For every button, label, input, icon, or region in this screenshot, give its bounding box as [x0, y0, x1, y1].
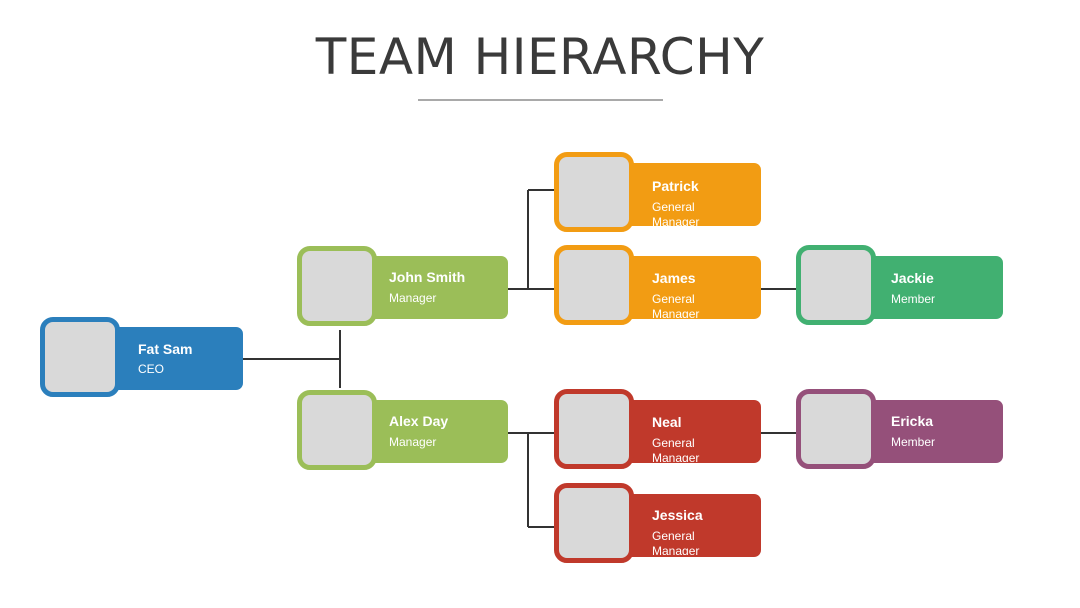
- avatar: [796, 245, 876, 325]
- node-role: General Manager: [652, 292, 700, 318]
- node-name: Alex Day: [389, 413, 449, 429]
- node-card: [357, 256, 508, 319]
- node-name: John Smith: [389, 269, 466, 285]
- avatar: [297, 246, 377, 326]
- node-role: Member: [891, 292, 936, 306]
- node-role: Member: [891, 435, 936, 449]
- node-name: Neal: [652, 414, 682, 430]
- avatar: [554, 245, 634, 325]
- node-card: [856, 400, 1003, 463]
- node-card: [614, 256, 761, 319]
- avatar: [554, 152, 634, 232]
- avatar: [796, 389, 876, 469]
- node-role: General Manager: [652, 529, 700, 555]
- node-role: CEO: [138, 362, 165, 376]
- node-card: [100, 327, 243, 390]
- node-role: Manager: [389, 291, 437, 305]
- node-role: Manager: [389, 435, 437, 449]
- node-card: [614, 400, 761, 463]
- node-name: Ericka: [891, 413, 934, 429]
- avatar: [297, 390, 377, 470]
- node-name: Fat Sam: [138, 341, 193, 357]
- node-role: General Manager: [652, 200, 700, 226]
- node-card: [357, 400, 508, 463]
- node-name: Patrick: [652, 178, 699, 194]
- avatar: [40, 317, 120, 397]
- node-role: General Manager: [652, 436, 700, 462]
- node-card: [614, 494, 761, 557]
- node-name: Jessica: [652, 507, 703, 523]
- node-card: [856, 256, 1003, 319]
- avatar: [554, 389, 634, 469]
- node-name: Jackie: [891, 270, 934, 286]
- title-underline: [418, 99, 663, 101]
- node-name: James: [652, 270, 696, 286]
- avatar: [554, 483, 634, 563]
- page-title: TEAM HIERARCHY: [315, 28, 765, 86]
- node-card: [614, 163, 761, 226]
